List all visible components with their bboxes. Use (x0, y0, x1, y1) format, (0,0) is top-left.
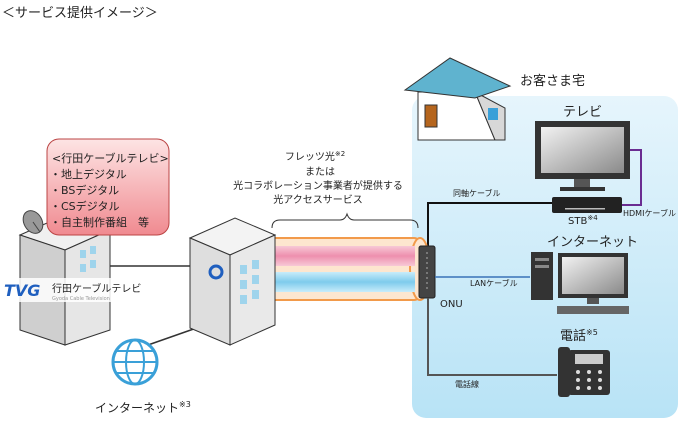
phone-label: 電話※5 (560, 328, 598, 344)
onu-icon (418, 245, 436, 299)
phone-line (427, 298, 557, 376)
pc-icon (531, 252, 629, 314)
provider-services-box (46, 138, 170, 236)
hdmi-cable (622, 149, 642, 206)
fiber-line3: 光コラボレーション事業者が提供する (233, 179, 403, 192)
house-icon (403, 57, 512, 141)
provider-box-title: <行田ケーブルテレビ> (52, 151, 169, 165)
globe-icon (111, 338, 159, 386)
fiber-tube (269, 237, 431, 301)
telephone-icon (558, 347, 610, 397)
satellite-dish-icon (22, 210, 44, 234)
fiber-line2: または (305, 166, 335, 178)
access-center-building-icon (188, 217, 277, 346)
tv-icon (535, 121, 630, 191)
onu-label: ONU (440, 299, 463, 310)
provider-item: ・自主制作番組 等 (50, 215, 149, 229)
brace (271, 212, 419, 229)
home-label: お客さま宅 (520, 73, 585, 89)
stb-label: STB※4 (568, 214, 598, 227)
lan-label: LANケーブル (470, 278, 518, 288)
coax-cable (427, 202, 552, 248)
stb-icon (552, 197, 622, 213)
provider-item: ・CSデジタル (50, 199, 119, 213)
hdmi-label: HDMIケーブル (623, 208, 676, 218)
svg-text:TVG: TVG (4, 281, 40, 300)
svg-text:行田ケーブルテレビ: 行田ケーブルテレビ (52, 282, 141, 295)
tvg-logo: TVG 行田ケーブルテレビ Gyoda Cable Television (2, 278, 142, 302)
page-title: ＜サービス提供イメージ＞ (2, 5, 158, 21)
tv-label: テレビ (563, 105, 602, 120)
coax-label: 同軸ケーブル (453, 188, 501, 198)
provider-item: ・地上デジタル (50, 167, 127, 181)
svg-text:Gyoda Cable Television: Gyoda Cable Television (52, 296, 110, 302)
fiber-line4: 光アクセスサービス (273, 193, 363, 206)
internet-cloud-label: インターネット※3 (95, 400, 191, 415)
provider-item: ・BSデジタル (50, 183, 119, 197)
internet-label: インターネット (547, 235, 638, 250)
phone-line-label: 電話線 (455, 379, 479, 389)
fiber-line1: フレッツ光※2 (285, 150, 345, 163)
